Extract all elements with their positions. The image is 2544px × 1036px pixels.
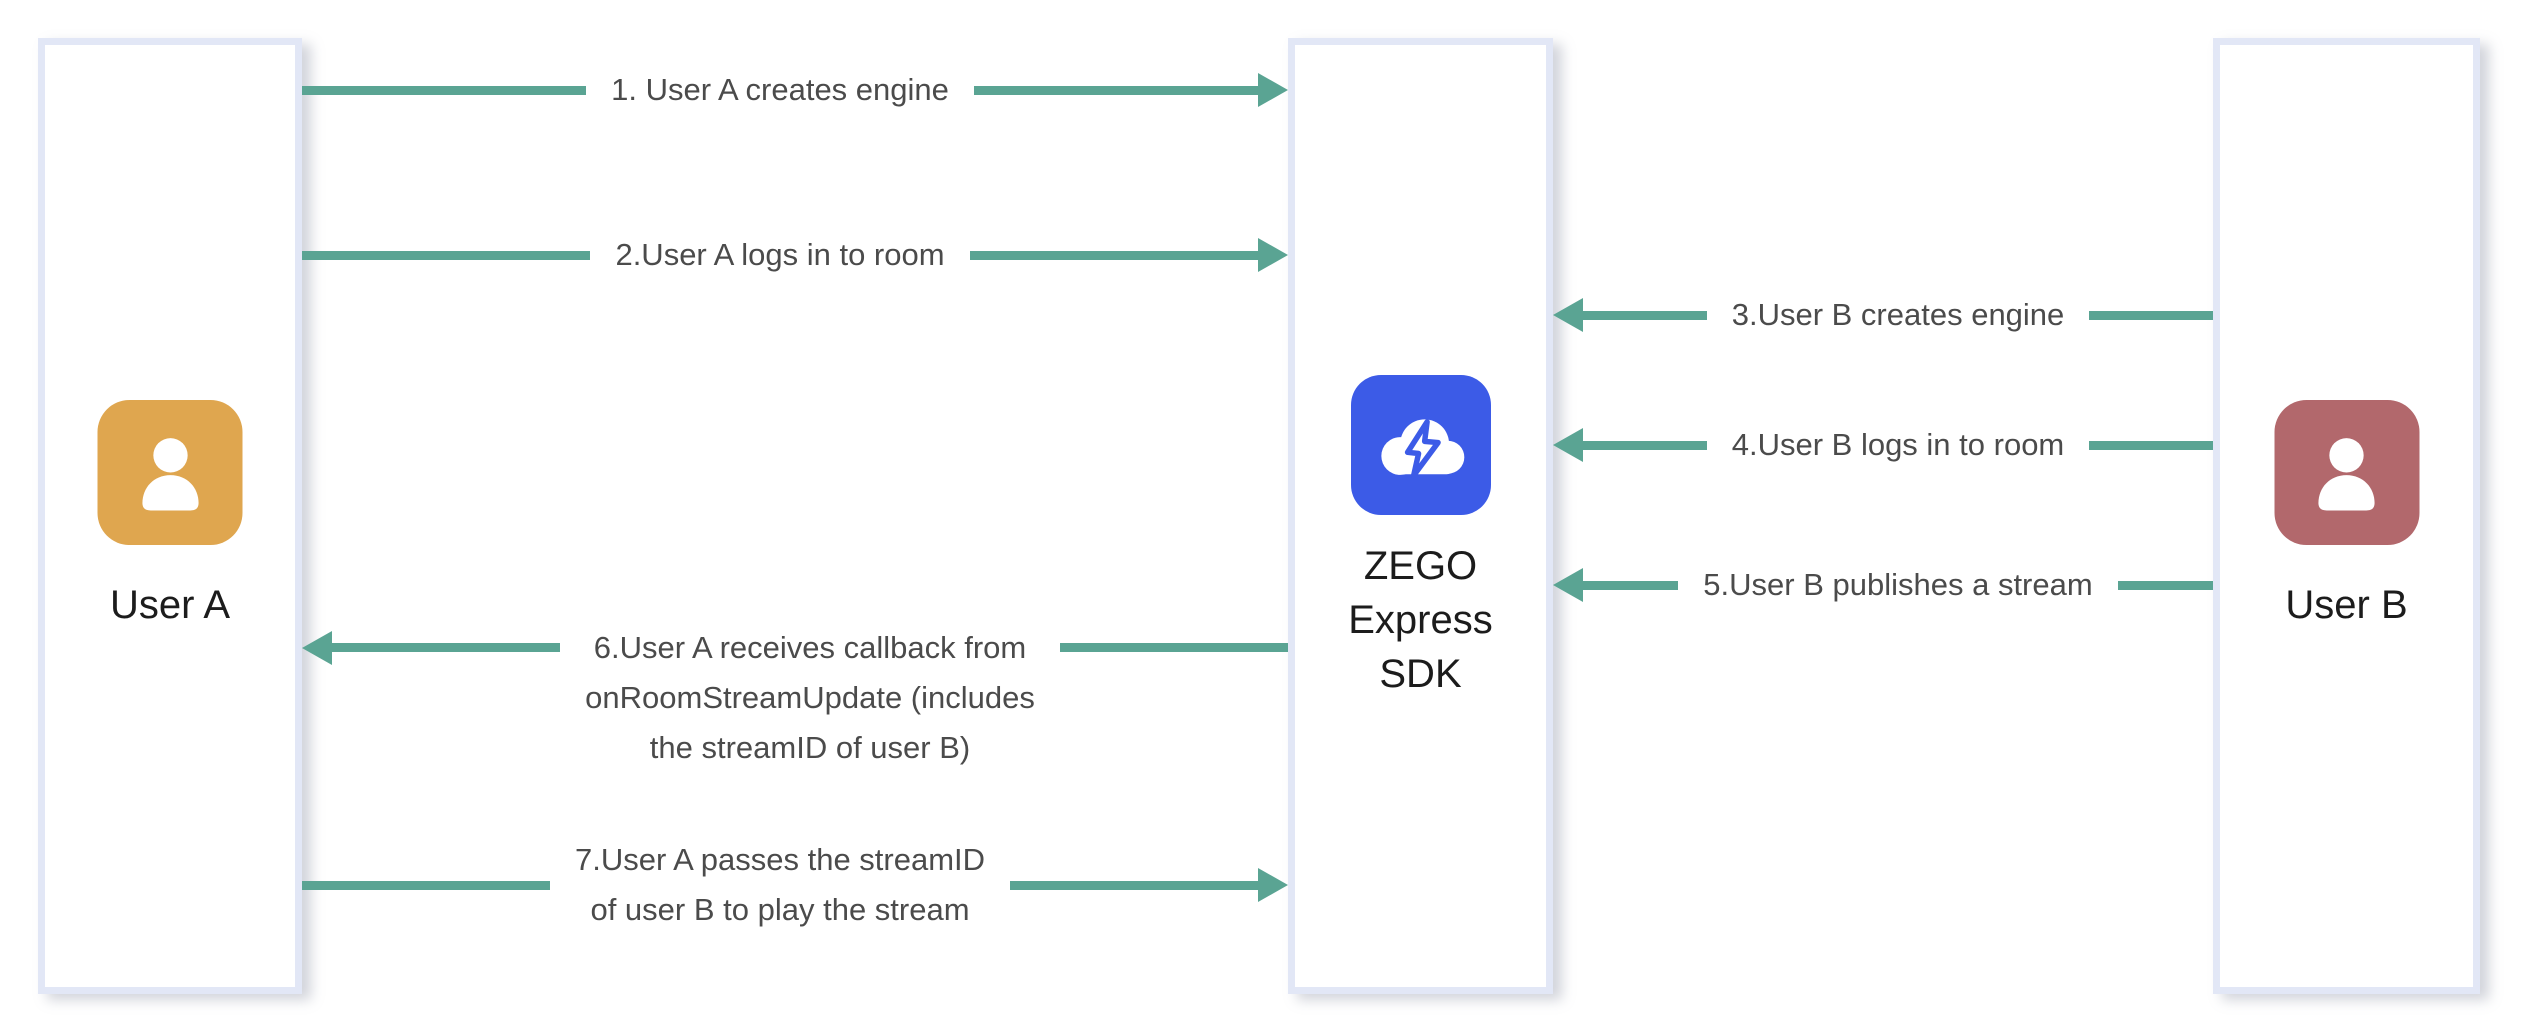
actor-box-sdk: ZEGO Express SDK: [1288, 38, 1553, 994]
sdk-label-line-3: SDK: [1379, 652, 1462, 696]
person-icon: [141, 437, 199, 510]
message-4: 4.User B logs in to room: [1553, 420, 2213, 470]
sdk-cloud-lightning-icon: [1350, 375, 1491, 515]
arrow-line: [2089, 310, 2214, 320]
user-a-person-icon: [97, 400, 243, 545]
actor-box-user-a: User A: [38, 38, 302, 994]
arrow-line: [332, 643, 561, 652]
arrow-line: [1583, 580, 1679, 590]
arrowhead-left-icon: [302, 631, 332, 665]
person-icon: [2318, 437, 2375, 510]
message-7: 7.User A passes the streamID of user B t…: [302, 835, 1289, 935]
arrow-line: [2117, 580, 2213, 590]
arrow-line: [1583, 440, 1707, 450]
message-6: 6.User A receives callback from onRoomSt…: [302, 623, 1289, 773]
message-3-label: 3.User B creates engine: [1731, 297, 2065, 332]
message-5: 5.User B publishes a stream: [1553, 560, 2213, 610]
arrow-line: [302, 880, 550, 890]
message-6-label: 6.User A receives callback from onRoomSt…: [585, 630, 1035, 765]
message-1: 1. User A creates engine: [302, 65, 1289, 115]
arrowhead-right-icon: [1258, 73, 1289, 107]
arrow-line: [1059, 643, 1289, 652]
actor-label-user-a: User A: [109, 583, 231, 627]
message-2: 2.User A logs in to room: [302, 230, 1289, 280]
actor-label-sdk: ZEGO Express SDK: [1295, 539, 1546, 701]
message-3: 3.User B creates engine: [1553, 290, 2214, 340]
message-7-label: 7.User A passes the streamID of user B t…: [574, 842, 986, 927]
sdk-label-line-1: ZEGO: [1363, 544, 1478, 588]
cloud-lightning-icon: [1380, 419, 1464, 479]
arrow-line: [969, 250, 1259, 260]
arrow-line: [1583, 310, 1707, 320]
message-1-label: 1. User A creates engine: [611, 72, 949, 107]
arrowhead-left-icon: [1553, 568, 1583, 602]
user-b-person-icon: [2274, 400, 2419, 545]
message-2-label: 2.User A logs in to room: [615, 237, 945, 272]
message-5-label: 5.User B publishes a stream: [1703, 567, 2093, 602]
sdk-label-line-2: Express: [1348, 598, 1493, 642]
actor-box-user-b: User B: [2213, 38, 2480, 994]
arrow-line: [302, 250, 591, 260]
arrow-line: [973, 85, 1259, 95]
arrowhead-right-icon: [1258, 868, 1289, 902]
actor-label-user-b: User B: [2285, 583, 2408, 627]
message-4-label: 4.User B logs in to room: [1731, 427, 2065, 462]
arrowhead-left-icon: [1553, 298, 1583, 332]
arrowhead-right-icon: [1258, 238, 1289, 272]
arrow-line: [2089, 440, 2213, 450]
arrowhead-left-icon: [1553, 428, 1583, 462]
arrow-line: [302, 85, 587, 95]
arrow-line: [1010, 880, 1259, 890]
